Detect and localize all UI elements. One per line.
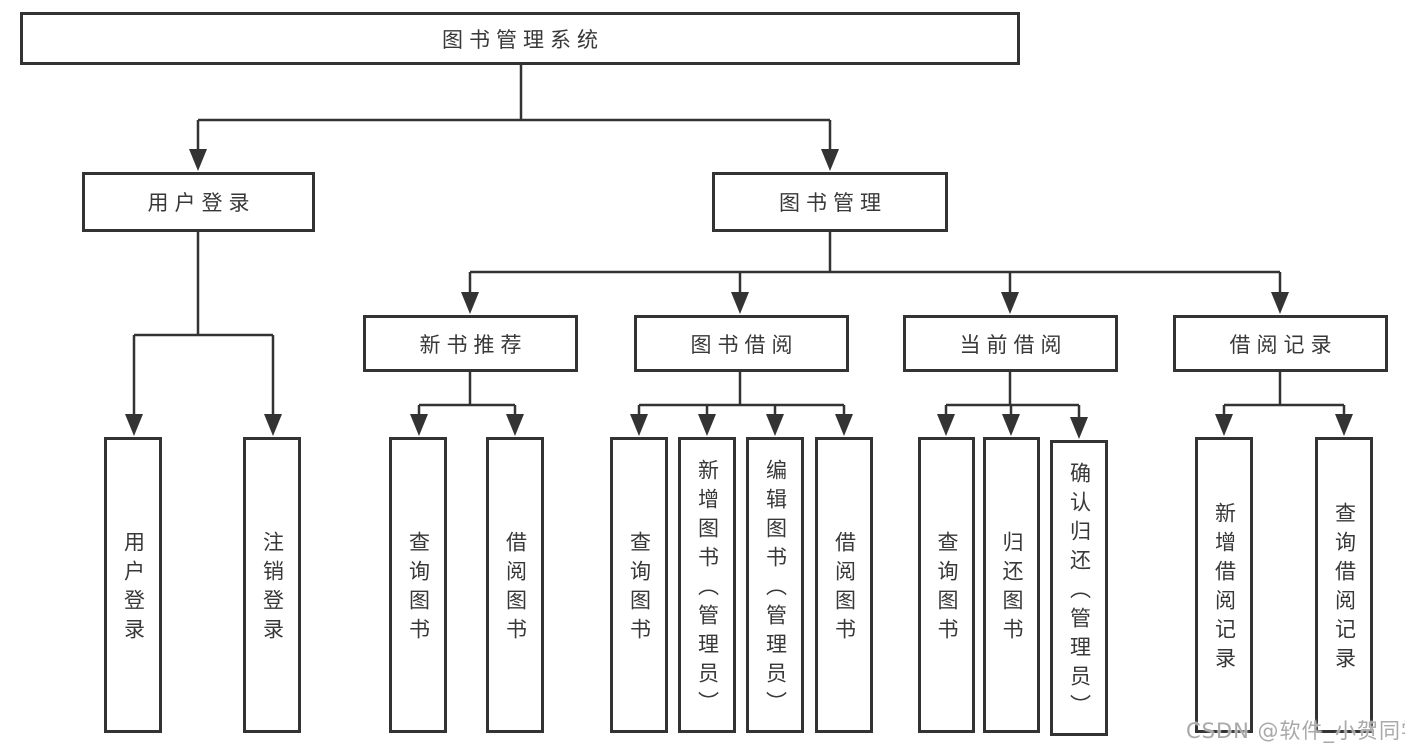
node-label: 图书借阅: [690, 332, 799, 357]
node-label: 注销登录: [260, 531, 285, 647]
node-library-management-system: 图书管理系统: [20, 12, 1020, 65]
leaf-return-books: 归还图书: [983, 437, 1040, 733]
node-label: 查询图书: [406, 531, 431, 647]
arrow-down-icon: [835, 414, 853, 436]
arrow-down-icon: [506, 414, 524, 436]
arrow-down-icon: [1215, 414, 1233, 436]
arrow-down-icon: [1002, 414, 1020, 436]
connector-userlogin-to-leaves: [132, 232, 275, 418]
node-label: 编辑图书（管理员）: [763, 458, 788, 720]
arrow-down-icon: [1001, 292, 1019, 314]
node-book-borrowing: 图书借阅: [634, 315, 849, 372]
arrow-down-icon: [125, 414, 143, 436]
node-current-borrowing: 当前借阅: [903, 315, 1118, 372]
node-label: 图书管理: [779, 191, 887, 215]
connector-records-to-leaves: [1222, 372, 1346, 418]
node-book-management: 图书管理: [712, 172, 948, 232]
leaf-borrow-books-recommend: 借阅图书: [486, 437, 544, 733]
arrowheads: [125, 149, 1353, 439]
leaf-confirm-return-admin: 确认归还（管理员）: [1050, 440, 1108, 736]
leaf-add-books-admin: 新增图书（管理员）: [678, 437, 736, 733]
arrow-down-icon: [189, 149, 207, 171]
connector-newbook-to-leaves: [417, 372, 517, 418]
arrow-down-icon: [1335, 414, 1353, 436]
node-label: 借阅图书: [832, 531, 857, 647]
arrow-down-icon: [461, 292, 479, 314]
leaf-query-books-borrowing: 查询图书: [610, 437, 668, 733]
node-label: 确认归还（管理员）: [1067, 461, 1092, 723]
arrow-down-icon: [821, 149, 839, 171]
leaf-edit-books-admin: 编辑图书（管理员）: [746, 437, 804, 733]
node-borrowing-records: 借阅记录: [1173, 315, 1388, 372]
leaf-query-borrow-record: 查询借阅记录: [1315, 437, 1373, 733]
node-label: 查询借阅记录: [1332, 502, 1357, 676]
node-label: 当前借阅: [959, 332, 1068, 357]
leaf-query-books-current: 查询图书: [918, 437, 975, 733]
connector-bookborrow-to-leaves: [637, 372, 846, 418]
node-label: 借阅图书: [503, 531, 528, 647]
leaf-query-books-recommend: 查询图书: [389, 437, 447, 733]
node-label: 新增借阅记录: [1212, 502, 1237, 676]
arrow-down-icon: [698, 414, 716, 436]
node-label: 用户登录: [147, 191, 256, 215]
node-label: 新书推荐: [419, 332, 528, 357]
arrow-down-icon: [937, 414, 955, 436]
arrow-down-icon: [731, 292, 749, 314]
node-label: 新增图书（管理员）: [695, 458, 720, 720]
leaf-add-borrow-record: 新增借阅记录: [1195, 437, 1253, 733]
node-label: 查询图书: [627, 531, 652, 647]
leaf-logout: 注销登录: [243, 437, 301, 733]
arrow-down-icon: [410, 414, 428, 436]
node-new-book-recommendation: 新书推荐: [363, 315, 578, 372]
connector-root-to-level2: [196, 65, 832, 153]
arrow-down-icon: [1271, 292, 1289, 314]
node-label: 查询图书: [935, 531, 959, 647]
node-label: 图书管理系统: [442, 27, 604, 52]
arrow-down-icon: [630, 414, 648, 436]
connector-currentborrow-to-leaves: [944, 372, 1081, 421]
leaf-borrow-books-borrowing: 借阅图书: [815, 437, 873, 733]
node-label: 用户登录: [121, 531, 146, 647]
leaf-user-login: 用户登录: [104, 437, 162, 733]
node-user-login: 用户登录: [82, 172, 315, 232]
connector-bookmgmt-to-level3: [468, 232, 1282, 296]
arrow-down-icon: [1070, 417, 1088, 439]
arrow-down-icon: [766, 414, 784, 436]
node-label: 借阅记录: [1229, 332, 1338, 357]
node-label: 归还图书: [1000, 531, 1024, 647]
csdn-watermark: CSDN @软件_小贺同学: [1186, 719, 1405, 743]
arrow-down-icon: [264, 414, 282, 436]
